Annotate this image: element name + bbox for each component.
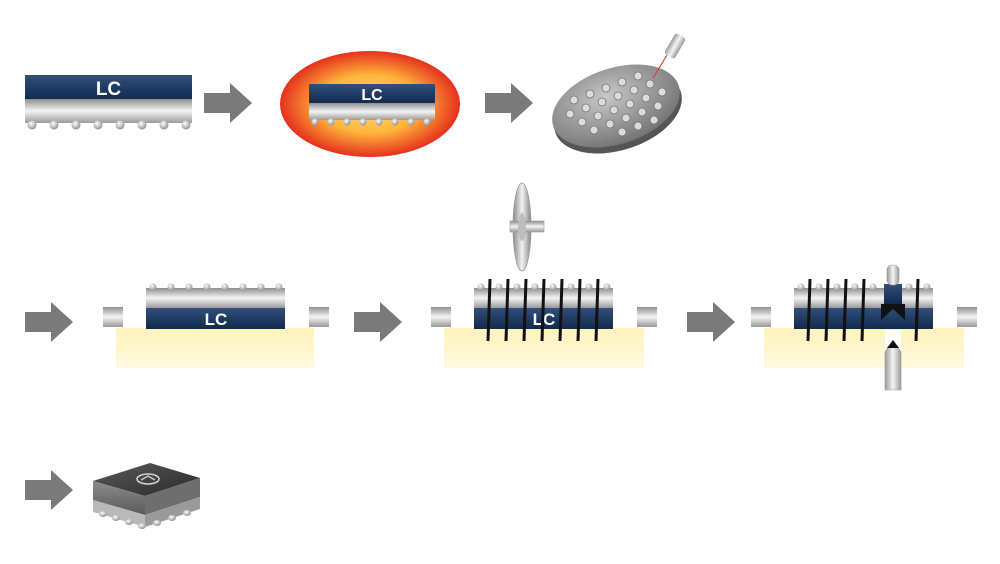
solder-bumps (27, 120, 191, 130)
chip-label: LC (361, 87, 383, 104)
step-laser-wafer-marking (552, 33, 686, 154)
package-bumps (99, 510, 191, 529)
frame-right (637, 307, 657, 327)
step-reflow-heating: LC (280, 51, 460, 157)
arrow-6 (25, 470, 73, 510)
step-finished-package (93, 463, 200, 529)
solder-bumps (797, 283, 931, 291)
arrow-2 (485, 83, 533, 123)
frame-left (751, 307, 771, 327)
solder-bumps (149, 283, 283, 291)
dicing-tape (444, 328, 644, 368)
step-chip-on-tape: LC (103, 283, 329, 368)
frame-left (103, 307, 123, 327)
wafer-dies (565, 71, 667, 137)
ejector-needle (884, 330, 902, 391)
solder-bumps (311, 118, 431, 126)
package-logo-icon (136, 473, 160, 485)
step-dicing-cut: LC (431, 278, 657, 368)
chip-label: LC (205, 310, 228, 329)
package-top (93, 463, 200, 496)
dicing-tape (764, 328, 964, 368)
arrow-1 (204, 83, 252, 123)
chip-label: LC (96, 79, 122, 100)
step-bumped-chip: LC (25, 75, 192, 130)
dicing-tape (116, 328, 314, 368)
frame-right (957, 307, 977, 327)
lifted-die (881, 284, 905, 320)
cut-lines (486, 278, 600, 342)
arrow-5 (687, 302, 735, 342)
solder-bumps (477, 283, 611, 291)
frame-right (309, 307, 329, 327)
arrow-3 (25, 302, 73, 342)
step-pick-up (751, 264, 977, 391)
pickup-collet (886, 264, 900, 286)
dicing-blade (509, 182, 545, 272)
cut-lines (806, 278, 920, 342)
laser-head (652, 33, 686, 79)
arrow-4 (354, 302, 402, 342)
frame-left (431, 307, 451, 327)
